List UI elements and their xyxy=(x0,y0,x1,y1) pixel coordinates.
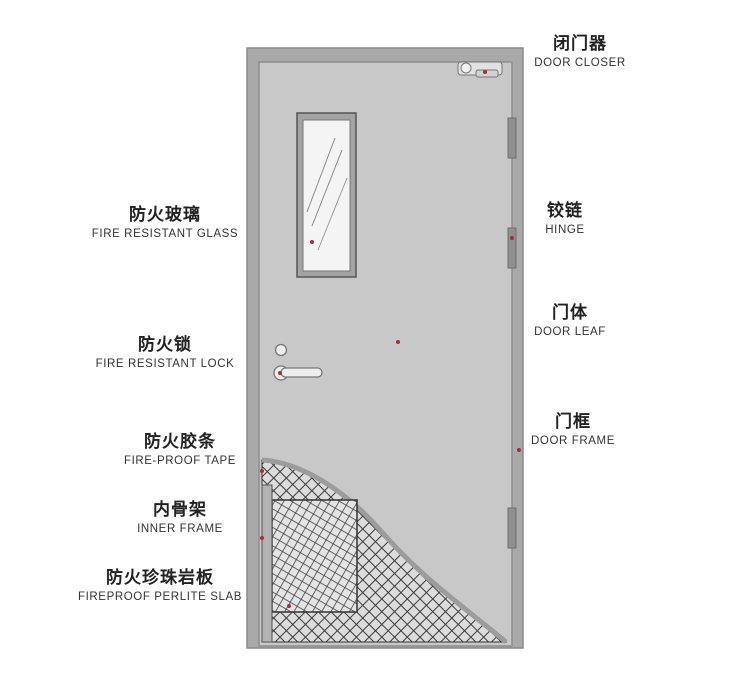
label-fire-lock-cn: 防火锁 xyxy=(138,335,192,355)
hinge-bottom xyxy=(507,507,517,549)
label-fire-glass-cn: 防火玻璃 xyxy=(129,205,201,225)
label-fire-tape-cn: 防火胶条 xyxy=(144,432,216,452)
label-perlite-slab: 防火珍珠岩板 FIREPROOF PERLITE SLAB xyxy=(70,568,250,604)
label-inner-frame-cn: 内骨架 xyxy=(153,500,207,520)
label-perlite-slab-cn: 防火珍珠岩板 xyxy=(106,568,214,588)
label-fire-tape: 防火胶条 FIRE-PROOF TAPE xyxy=(110,432,250,468)
label-fire-tape-en: FIRE-PROOF TAPE xyxy=(123,455,237,467)
inner-frame-panel xyxy=(271,499,358,613)
door-cutaway xyxy=(261,457,508,644)
label-fire-lock-en: FIRE RESISTANT LOCK xyxy=(95,358,235,370)
label-fire-glass: 防火玻璃 FIRE RESISTANT GLASS xyxy=(80,205,250,241)
door-closer xyxy=(457,61,503,78)
fire-tape-strip xyxy=(261,457,508,644)
label-door-closer: 闭门器 DOOR CLOSER xyxy=(530,34,630,70)
label-hinge-cn: 铰链 xyxy=(547,201,583,221)
label-inner-frame-en: INNER FRAME xyxy=(137,523,223,535)
label-door-frame-cn: 门框 xyxy=(555,412,591,432)
fire-resistant-glass xyxy=(296,112,357,278)
label-inner-frame: 内骨架 INNER FRAME xyxy=(120,500,240,536)
label-perlite-slab-en: FIREPROOF PERLITE SLAB xyxy=(77,591,242,603)
label-door-frame-en: DOOR FRAME xyxy=(531,435,615,447)
label-door-closer-cn: 闭门器 xyxy=(553,34,607,54)
label-door-leaf: 门体 DOOR LEAF xyxy=(530,303,610,339)
label-door-frame: 门框 DOOR FRAME xyxy=(528,412,618,448)
label-fire-lock: 防火锁 FIRE RESISTANT LOCK xyxy=(85,335,245,371)
hinge-middle xyxy=(507,227,517,269)
label-door-closer-en: DOOR CLOSER xyxy=(534,57,626,69)
label-hinge-en: HINGE xyxy=(545,224,585,236)
hinge-top xyxy=(507,117,517,159)
label-door-leaf-cn: 门体 xyxy=(552,303,588,323)
label-hinge: 铰链 HINGE xyxy=(530,201,600,237)
leader-lines xyxy=(70,70,665,608)
label-fire-glass-en: FIRE RESISTANT GLASS xyxy=(91,228,239,240)
label-door-leaf-en: DOOR LEAF xyxy=(534,326,606,338)
